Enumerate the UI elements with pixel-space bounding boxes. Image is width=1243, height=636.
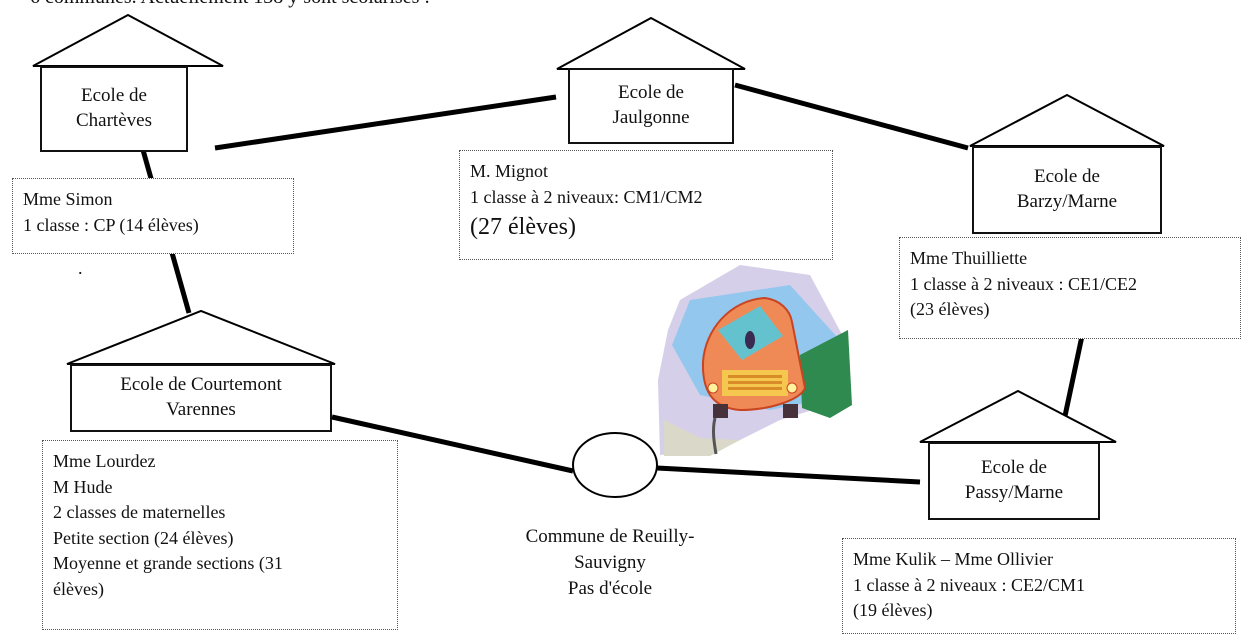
roof-jaulgonne (556, 16, 746, 70)
line-courtemont-commune (331, 414, 574, 474)
roof-chartreves (32, 13, 224, 67)
teacher-courtemont-1: Mme Lourdez (53, 451, 156, 471)
commune-label: Commune de Reuilly- Sauvigny Pas d'école (490, 524, 730, 603)
teacher-jaulgonne: M. Mignot (470, 161, 549, 181)
school-house-chartreves: Ecole de Chartèves (40, 66, 188, 152)
school-house-jaulgonne: Ecole de Jaulgonne (568, 68, 734, 144)
count-jaulgonne: (27 élèves) (470, 214, 576, 241)
header-text: 6 communes. Actuellement 138 y sont scol… (30, 0, 430, 9)
line-chartreves-jaulgonne (214, 94, 557, 151)
teacher-courtemont-2: M Hude (53, 476, 113, 497)
teacher-passy: Mme Kulik – Mme Ollivier (853, 549, 1053, 569)
line-barzy-passy (1062, 335, 1085, 417)
class-passy: 1 classe à 2 niveaux : CE2/CM1 (853, 574, 1085, 595)
info-box-jaulgonne: M. Mignot 1 classe à 2 niveaux: CM1/CM2 … (459, 150, 833, 260)
class-chartreves: 1 classe : CP (14 élèves) (23, 214, 199, 235)
count-barzy: (23 élèves) (910, 299, 990, 320)
teacher-barzy: Mme Thuilliette (910, 248, 1028, 268)
class-barzy: 1 classe à 2 niveaux : CE1/CE2 (910, 273, 1137, 294)
school-bus-icon (658, 265, 852, 456)
roof-barzy (969, 93, 1165, 147)
school-house-passy: Ecole de Passy/Marne (928, 442, 1100, 520)
petite-section-courtemont: Petite section (24 élèves) (53, 527, 234, 548)
info-box-passy: Mme Kulik – Mme Ollivier 1 classe à 2 ni… (842, 538, 1236, 634)
count-passy: (19 élèves) (853, 600, 933, 621)
moyenne-grande-courtemont-cont: élèves) (53, 578, 104, 599)
commune-label-line-1: Commune de Reuilly- (525, 526, 695, 547)
info-box-courtemont: Mme Lourdez M Hude 2 classes de maternel… (42, 440, 398, 630)
classes-courtemont: 2 classes de maternelles (53, 502, 226, 523)
teacher-chartreves: Mme Simon (23, 189, 113, 209)
commune-label-line-3: Pas d'école (567, 578, 653, 600)
info-box-chartreves: Mme Simon 1 classe : CP (14 élèves) (12, 178, 294, 254)
stray-mark: . (78, 258, 83, 278)
line-commune-passy (656, 465, 921, 485)
line-jaulgonne-barzy (734, 82, 969, 151)
class-jaulgonne: 1 classe à 2 niveaux: CM1/CM2 (470, 186, 703, 207)
roof-courtemont (66, 309, 336, 365)
school-house-courtemont: Ecole de Courtemont Varennes (70, 364, 332, 432)
info-box-barzy: Mme Thuilliette 1 classe à 2 niveaux : C… (899, 237, 1241, 339)
commune-circle (572, 432, 658, 498)
roof-passy (919, 389, 1117, 443)
moyenne-grande-courtemont: Moyenne et grande sections (31 (53, 553, 283, 574)
school-house-barzy: Ecole de Barzy/Marne (972, 146, 1162, 234)
commune-label-line-2: Sauvigny (574, 552, 646, 574)
